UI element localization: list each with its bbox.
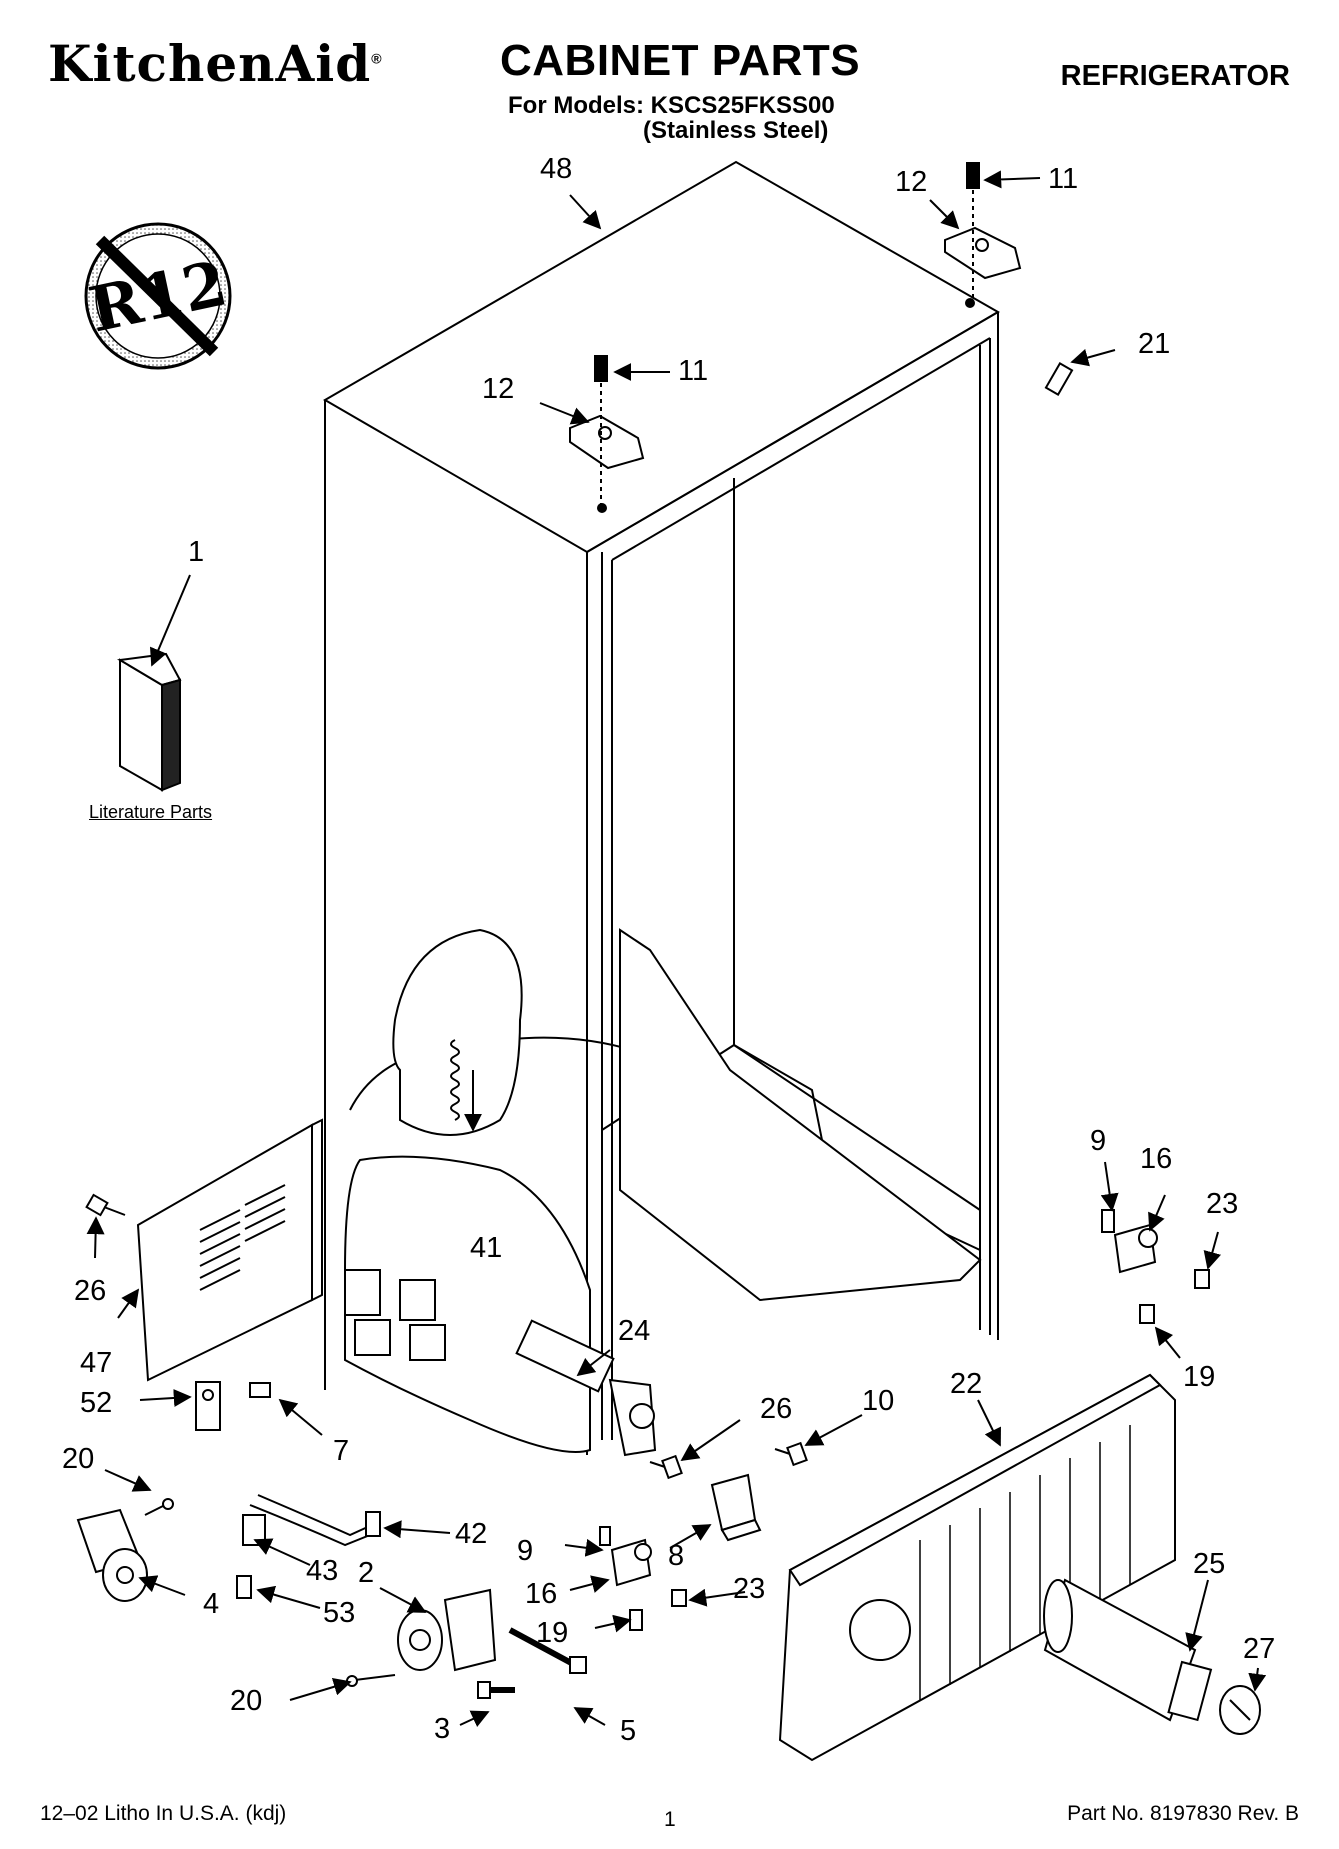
callout-43: 43	[306, 1555, 338, 1587]
part-number: Part No. 8197830 Rev. B	[1067, 1802, 1299, 1825]
callout-12-front: 12	[482, 373, 514, 405]
callout-27: 27	[1243, 1633, 1275, 1665]
callout-20-bottom: 20	[230, 1685, 262, 1717]
page-number: 1	[664, 1808, 676, 1831]
callout-20-top: 20	[62, 1443, 94, 1475]
callout-23-right: 23	[1206, 1188, 1238, 1220]
callout-9-right: 9	[1090, 1125, 1106, 1157]
models-line: For Models: KSCS25FKSS00	[508, 92, 835, 119]
leveling-bolt	[508, 1627, 587, 1674]
callout-23-center: 23	[733, 1573, 765, 1605]
callout-labels: 48 12 11 21 12 11 1 9 16 23 19 26 47 41 …	[62, 153, 1275, 1747]
screws-right	[1139, 1269, 1210, 1324]
filter-cap	[1219, 1685, 1261, 1735]
hole-plug	[1044, 362, 1074, 396]
callout-3: 3	[434, 1713, 450, 1745]
toe-grille	[778, 1373, 1176, 1762]
callout-2: 2	[358, 1557, 374, 1589]
callout-19-right: 19	[1183, 1361, 1215, 1393]
page-title: CABINET PARTS	[500, 36, 861, 85]
callout-19-center: 19	[536, 1617, 568, 1649]
roller-pin	[144, 1498, 174, 1516]
callout-24: 24	[618, 1315, 650, 1347]
callout-5: 5	[620, 1715, 636, 1747]
refrigerator-cabinet	[323, 160, 1000, 1455]
pin-20	[346, 1674, 396, 1687]
print-info: 12–02 Litho In U.S.A. (kdj)	[40, 1802, 287, 1825]
finish-line: (Stainless Steel)	[643, 117, 829, 144]
bottom-hinge-center	[599, 1526, 687, 1631]
no-r12-badge: R12	[83, 222, 233, 370]
callout-52: 52	[80, 1387, 112, 1419]
callout-21: 21	[1138, 328, 1170, 360]
callout-7: 7	[333, 1435, 349, 1467]
top-hinge-front	[569, 355, 645, 513]
callout-26-center: 26	[760, 1393, 792, 1425]
callout-22: 22	[950, 1368, 982, 1400]
callout-47: 47	[80, 1347, 112, 1379]
tube-clamp	[242, 1514, 266, 1546]
leveling-roller	[76, 1508, 148, 1602]
screw-3	[477, 1681, 515, 1699]
mounting-clip	[710, 1473, 762, 1542]
brand-logo: KitchenAid®	[48, 34, 383, 93]
literature-booklet	[117, 652, 182, 792]
top-hinge-rear	[944, 162, 1022, 308]
leader-lines	[86, 170, 1267, 1727]
front-leveler	[397, 1588, 497, 1672]
callout-16-right: 16	[1140, 1143, 1172, 1175]
registered-mark: ®	[371, 50, 383, 67]
grille-slats	[919, 1425, 1131, 1700]
callout-16-center: 16	[525, 1578, 557, 1610]
callout-48: 48	[540, 153, 572, 185]
callout-12-rear: 12	[895, 166, 927, 198]
callout-8: 8	[668, 1540, 684, 1572]
panel-vent-slots	[199, 1184, 286, 1291]
coil-spring	[450, 1039, 460, 1121]
callout-9-center: 9	[517, 1535, 533, 1567]
bottom-hinge-right	[1101, 1209, 1158, 1274]
prohibition-slash	[95, 235, 219, 357]
appliance-category: REFRIGERATOR	[1060, 60, 1290, 92]
callout-53: 53	[323, 1597, 355, 1629]
callout-11-rear: 11	[1048, 163, 1078, 195]
callout-11-front: 11	[678, 355, 708, 387]
callout-4: 4	[203, 1588, 219, 1620]
brand-name: KitchenAid	[48, 34, 372, 93]
callout-1: 1	[188, 536, 204, 568]
callout-41: 41	[470, 1232, 502, 1264]
water-valve-assembly	[344, 1269, 446, 1361]
screw-left-panel	[85, 1193, 126, 1217]
screws-center	[649, 1441, 808, 1480]
water-filter	[1043, 1578, 1213, 1722]
screw-53	[236, 1575, 252, 1599]
callout-25: 25	[1193, 1548, 1225, 1580]
water-tube	[249, 1494, 381, 1547]
literature-parts-label: Literature Parts	[89, 802, 213, 822]
clamp-bracket	[195, 1381, 271, 1431]
callout-42: 42	[455, 1518, 487, 1550]
callout-26-left: 26	[74, 1275, 106, 1307]
callout-10: 10	[862, 1385, 894, 1417]
